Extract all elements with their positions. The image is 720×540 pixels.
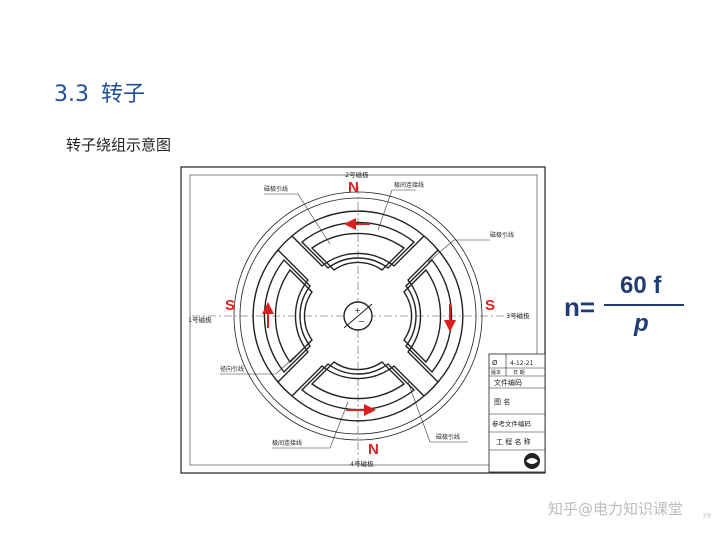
callout-pole-lead-1: 磁极引线 bbox=[264, 185, 288, 193]
rotor-winding-drawing: + − N N S S 2号磁极 4号磁极 1号磁极 3号磁极 磁极引线 极间连… bbox=[180, 166, 546, 474]
pole-letter-left: S bbox=[225, 297, 235, 314]
pole-label-top: 2号磁极 bbox=[345, 170, 369, 179]
pole-label-bottom: 4号磁极 bbox=[350, 459, 374, 468]
title-block-file-no: 文件编码 bbox=[494, 378, 522, 387]
svg-text:+: + bbox=[354, 306, 361, 315]
title-block-drawing-name: 图 名 bbox=[494, 397, 510, 406]
pole-letter-top: N bbox=[348, 179, 359, 196]
pole-letter-bottom: N bbox=[368, 441, 379, 458]
formula-denominator: p bbox=[634, 310, 649, 337]
rotor-winding bbox=[233, 191, 483, 441]
title-block-project: 工 程 名 称 bbox=[496, 437, 531, 446]
title-block-rev: Ø bbox=[492, 359, 498, 367]
title-block-date-value: 4-12-21 bbox=[510, 360, 534, 367]
drawing-frame bbox=[180, 166, 546, 474]
title-block-col-date: 日 期 bbox=[513, 370, 525, 376]
page-number: 39 bbox=[702, 512, 711, 520]
formula-fraction-bar bbox=[604, 304, 684, 306]
watermark: 知乎@电力知识课堂 bbox=[548, 500, 684, 518]
section-number: 3.3 bbox=[54, 82, 89, 107]
figure-caption: 转子绕组示意图 bbox=[66, 136, 172, 154]
callout-pole-lead-3: 磁极引线 bbox=[436, 433, 460, 441]
callout-radial-lead: 径向引线 bbox=[220, 365, 244, 373]
title-block-ref-file: 参考文件编码 bbox=[492, 419, 532, 428]
title-block-col-version: 版本 bbox=[491, 369, 501, 376]
svg-text:−: − bbox=[358, 317, 365, 326]
callout-interpole-connector-2: 极间连接线 bbox=[272, 439, 302, 447]
section-title: 转子 bbox=[101, 82, 146, 107]
section-heading: 3.3 转子 bbox=[54, 76, 145, 108]
callout-interpole-connector-1: 极间连接线 bbox=[394, 181, 424, 189]
current-arrows bbox=[262, 218, 456, 416]
formula-numerator: 60 f bbox=[620, 272, 662, 299]
speed-formula: n= 60 f p bbox=[564, 270, 704, 340]
drawing-inner-frame bbox=[189, 174, 538, 466]
callout-pole-lead-2: 磁极引线 bbox=[490, 231, 514, 239]
pole-letter-right: S bbox=[485, 297, 495, 314]
pole-label-right: 3号磁极 bbox=[506, 311, 530, 320]
pole-label-left: 1号磁极 bbox=[188, 315, 212, 324]
title-block: Ø 4-12-21 版本 日 期 文件编码 图 名 参考文件编码 工 程 名 称 bbox=[488, 353, 546, 473]
formula-lhs: n= bbox=[564, 292, 596, 322]
